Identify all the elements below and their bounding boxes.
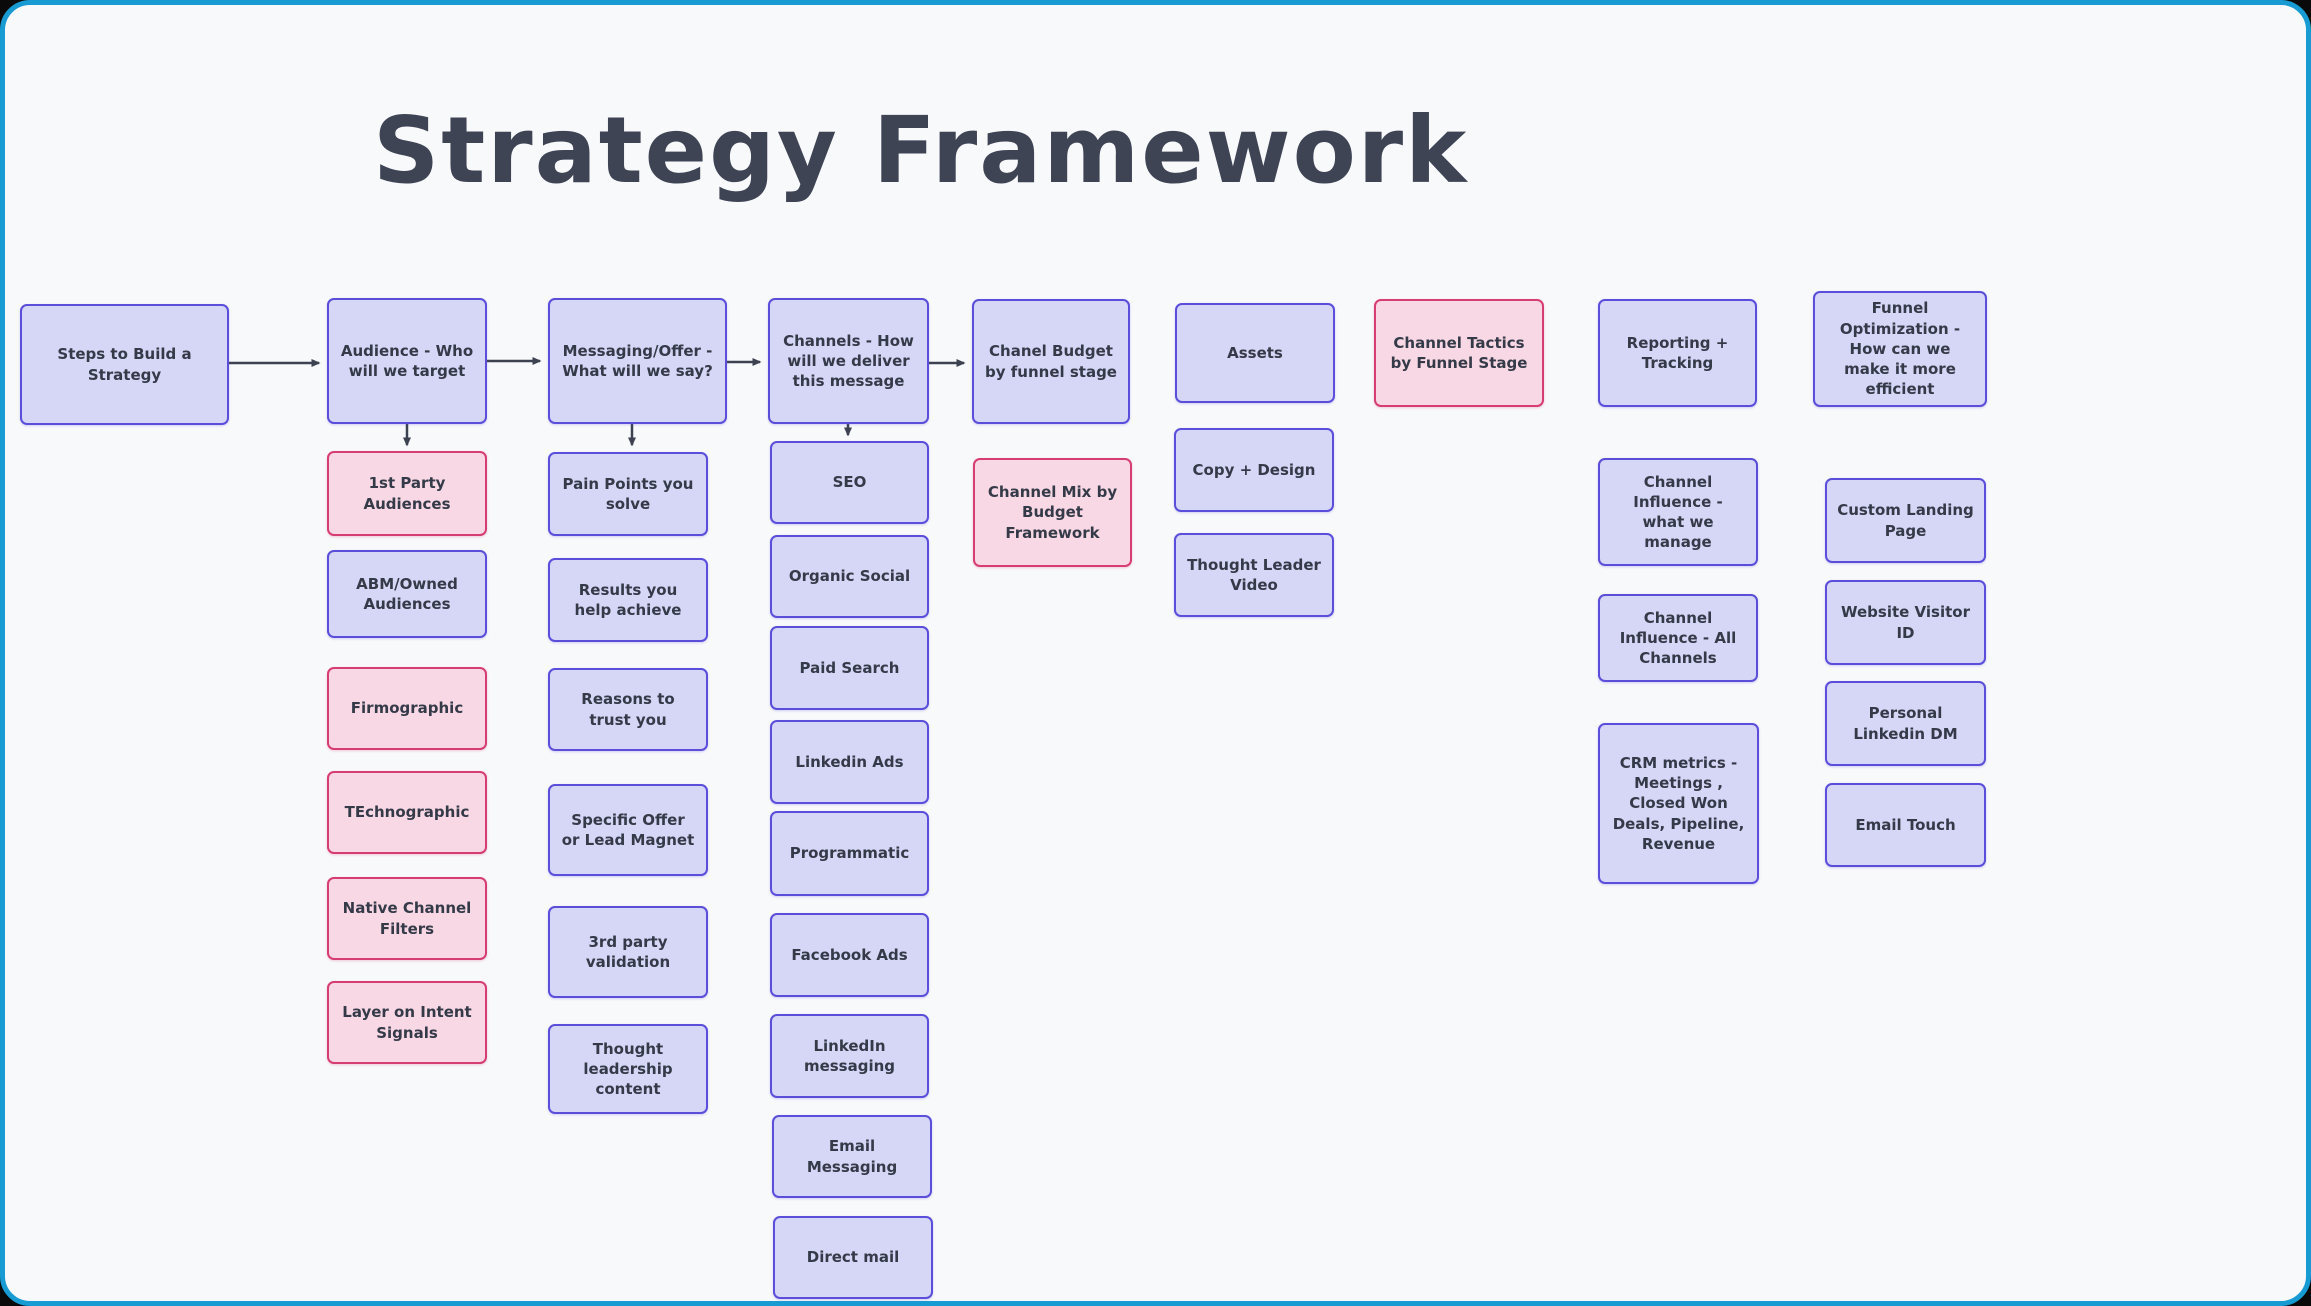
node-label: Pain Points you solve (562, 474, 694, 513)
node-label: Custom Landing Page (1837, 501, 1974, 540)
node-channel-tactics-by-funnel-stage[interactable]: Channel Tactics by Funnel Stage (1374, 299, 1544, 407)
node-label: SEO (832, 473, 867, 492)
node-channel-mix-by-budget-framework[interactable]: Channel Mix by Budget Framework (973, 458, 1132, 567)
node-label: Channels - How will we deliver this mess… (783, 331, 914, 391)
node-programmatic[interactable]: Programmatic (770, 811, 929, 896)
node-channel-influence-what-we-manage[interactable]: Channel Influence - what we manage (1598, 458, 1758, 566)
node-label: Website Visitor ID (1841, 603, 1970, 642)
node-label: Organic Social (788, 567, 911, 586)
node-layer-on-intent-signals[interactable]: Layer on Intent Signals (327, 981, 487, 1064)
node-label: Thought Leader Video (1187, 555, 1321, 594)
node-results-you-help-achieve[interactable]: Results you help achieve (548, 558, 708, 642)
node-crm-metrics[interactable]: CRM metrics - Meetings , Closed Won Deal… (1598, 723, 1759, 884)
node-label: Channel Influence - All Channels (1619, 608, 1737, 668)
node-steps-to-build-a-strategy[interactable]: Steps to Build a Strategy (20, 304, 229, 425)
node-label: 3rd party validation (585, 932, 671, 971)
node-channels-header[interactable]: Channels - How will we deliver this mess… (768, 298, 929, 424)
node-label: CRM metrics - Meetings , Closed Won Deal… (1612, 753, 1745, 853)
node-label: Steps to Build a Strategy (57, 345, 192, 384)
node-email-touch[interactable]: Email Touch (1825, 783, 1986, 867)
node-label: Facebook Ads (791, 945, 908, 964)
node-label: Channel Mix by Budget Framework (987, 483, 1118, 542)
node-label: Results you help achieve (574, 580, 682, 619)
node-messaging-offer-header[interactable]: Messaging/Offer - What will we say? (548, 298, 727, 424)
node-label: Audience - Who will we target (340, 341, 474, 380)
node-label: Email Messaging (806, 1137, 898, 1176)
node-1st-party-audiences[interactable]: 1st Party Audiences (327, 451, 487, 536)
node-label: Specific Offer or Lead Magnet (561, 810, 695, 849)
page-title: Strategy Framework (373, 97, 1469, 205)
node-assets-header[interactable]: Assets (1175, 303, 1335, 403)
node-label: Programmatic (789, 844, 910, 863)
node-reasons-to-trust-you[interactable]: Reasons to trust you (548, 668, 708, 751)
node-reporting-tracking-header[interactable]: Reporting + Tracking (1598, 299, 1757, 407)
node-funnel-optimization-header[interactable]: Funnel Optimization - How can we make it… (1813, 291, 1987, 407)
node-paid-search[interactable]: Paid Search (770, 626, 929, 710)
node-copy-design[interactable]: Copy + Design (1174, 428, 1334, 512)
node-label: Personal Linkedin DM (1853, 704, 1958, 743)
node-label: Channel Tactics by Funnel Stage (1390, 333, 1528, 372)
node-thought-leader-video[interactable]: Thought Leader Video (1174, 533, 1334, 617)
node-label: Reporting + Tracking (1626, 333, 1729, 372)
node-linkedin-ads[interactable]: Linkedin Ads (770, 720, 929, 804)
node-channel-influence-all-channels[interactable]: Channel Influence - All Channels (1598, 594, 1758, 682)
node-label: Linkedin Ads (795, 752, 904, 771)
node-seo[interactable]: SEO (770, 441, 929, 524)
node-technographic[interactable]: TEchnographic (327, 771, 487, 854)
node-personal-linkedin-dm[interactable]: Personal Linkedin DM (1825, 681, 1986, 766)
node-label: Messaging/Offer - What will we say? (562, 341, 713, 380)
node-label: Assets (1227, 343, 1283, 362)
node-label: Reasons to trust you (581, 690, 675, 729)
node-label: TEchnographic (344, 803, 470, 822)
node-facebook-ads[interactable]: Facebook Ads (770, 913, 929, 997)
node-label: Copy + Design (1192, 460, 1316, 479)
node-firmographic[interactable]: Firmographic (327, 667, 487, 750)
node-thought-leadership-content[interactable]: Thought leadership content (548, 1024, 708, 1114)
node-label: Native Channel Filters (342, 899, 472, 938)
node-direct-mail[interactable]: Direct mail (773, 1216, 933, 1299)
node-pain-points-you-solve[interactable]: Pain Points you solve (548, 452, 708, 536)
node-label: Funnel Optimization - How can we make it… (1839, 299, 1961, 399)
node-native-channel-filters[interactable]: Native Channel Filters (327, 877, 487, 960)
node-audience-header[interactable]: Audience - Who will we target (327, 298, 487, 424)
node-label: Channel Influence - what we manage (1633, 472, 1723, 552)
node-label: Firmographic (350, 699, 464, 718)
node-custom-landing-page[interactable]: Custom Landing Page (1825, 478, 1986, 563)
node-email-messaging[interactable]: Email Messaging (772, 1115, 932, 1198)
node-3rd-party-validation[interactable]: 3rd party validation (548, 906, 708, 998)
node-label: LinkedIn messaging (803, 1036, 896, 1075)
node-linkedin-messaging[interactable]: LinkedIn messaging (770, 1014, 929, 1098)
node-label: Direct mail (806, 1248, 900, 1267)
node-label: 1st Party Audiences (363, 474, 451, 513)
node-label: Email Touch (1855, 815, 1956, 834)
node-label: Paid Search (799, 658, 900, 677)
node-abm-owned-audiences[interactable]: ABM/Owned Audiences (327, 550, 487, 638)
node-label: Layer on Intent Signals (342, 1003, 472, 1042)
node-website-visitor-id[interactable]: Website Visitor ID (1825, 580, 1986, 665)
node-specific-offer-or-lead-magnet[interactable]: Specific Offer or Lead Magnet (548, 784, 708, 876)
node-organic-social[interactable]: Organic Social (770, 535, 929, 618)
node-chanel-budget-by-funnel-stage[interactable]: Chanel Budget by funnel stage (972, 299, 1130, 424)
node-label: Chanel Budget by funnel stage (985, 342, 1117, 381)
node-label: ABM/Owned Audiences (356, 574, 458, 613)
node-label: Thought leadership content (583, 1039, 673, 1099)
